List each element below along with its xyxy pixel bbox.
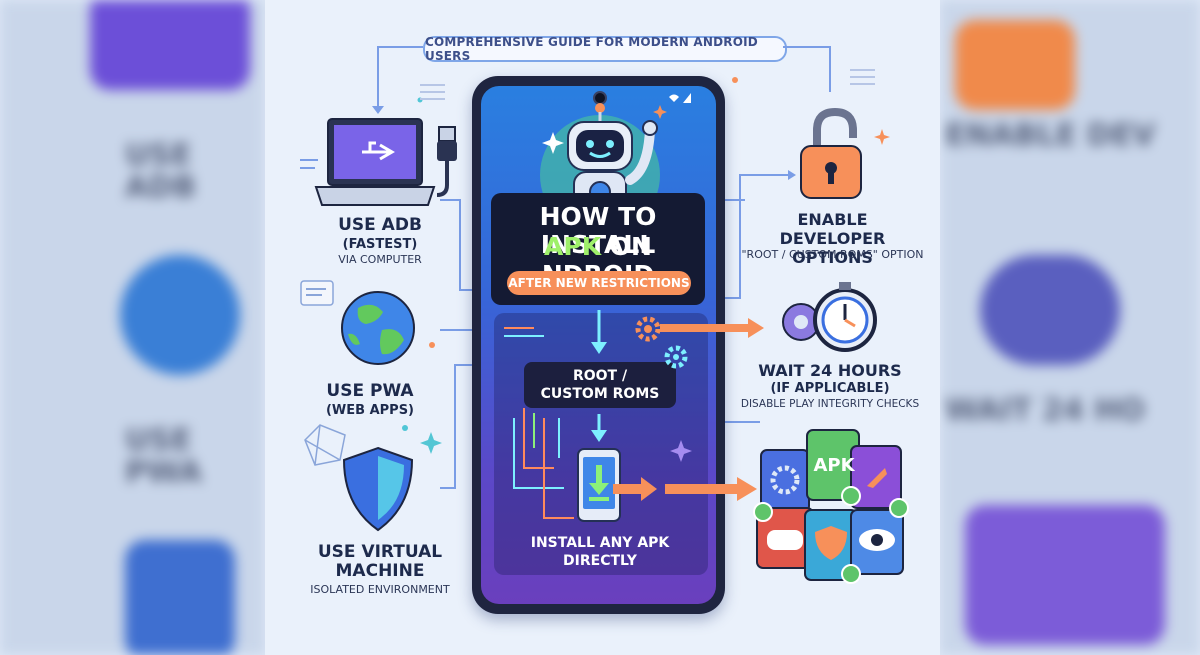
vm-subtitle: ISOLATED ENVIRONMENT [310,583,450,596]
adb-title: USE ADB (FASTEST) [310,216,450,254]
dev-title-line1: ENABLE DEVELOPER [779,210,886,248]
wait-title: WAIT 24 HOURS (IF APPLICABLE) [755,362,905,398]
arrow-to-apks [665,477,757,501]
right-blurred-panel: ENABLE DEV WAIT 24 HO [940,0,1200,655]
dev-title-line2: OPTIONS [792,248,873,267]
restriction-pill: AFTER NEW RESTRICTIONS [507,271,691,295]
wait-title-line2: (IF APPLICABLE) [770,381,890,396]
padlock-icon [800,107,862,199]
arrow-to-stopwatch [660,318,764,338]
pwa-title-line1: USE PWA [326,381,414,401]
adb-subtitle: VIA COMPUTER [338,253,422,266]
decorative-sparkles [670,440,692,462]
pwa-title: USE PWA (WEB APPS) [320,382,420,420]
vm-title-line2: MACHINE [335,561,425,581]
dev-options-title: ENABLE DEVELOPER OPTIONS [745,210,920,267]
circuit-lines [504,310,607,519]
globe-icon [341,291,415,365]
root-line-2: CUSTOM ROMS [540,386,660,402]
adb-title-line2: (FASTEST) [342,237,418,252]
pwa-title-line2: (WEB APPS) [325,403,415,418]
root-line-1: ROOT / [572,368,628,384]
laptop-icon [314,118,436,206]
left-blurred-panel: USE ADB USE PWA [0,0,265,655]
battery-icon [683,93,691,103]
wait-subtitle: DISABLE PLAY INTEGRITY CHECKS [740,398,920,410]
usb-icon [436,126,457,197]
vm-title-line1: USE VIRTUAL [317,542,443,562]
gear-icon [635,316,688,369]
shield-icon [342,446,414,532]
title-apk-accent: APK [544,232,602,261]
install-line-2: DIRECTLY [563,553,637,569]
stopwatch-icon [782,282,877,352]
install-line-1: INSTALL ANY APK [530,535,670,551]
apk-file-label: APK [813,455,855,476]
root-custom-roms-box: ROOT / CUSTOM ROMS [524,362,676,408]
arrow-small-right [613,477,657,501]
browser-window-icon [300,280,334,306]
phone-lower-panel [494,313,708,575]
adb-title-line1: USE ADB [338,215,422,235]
install-apk-label: INSTALL ANY APK DIRECTLY [498,534,702,570]
title-line-1: HOW TO INSTALL [539,202,657,259]
status-bar-icons [669,94,679,102]
download-phone-icon [577,448,621,522]
vm-title: USE VIRTUAL MACHINE [305,543,455,581]
apk-files-icon [753,429,909,584]
dev-options-subtitle: "ROOT / CUSTOM ROMS" OPTION [741,248,924,261]
wait-title-line1: WAIT 24 HOURS [758,361,902,380]
guide-subtitle: COMPREHENSIVE GUIDE FOR MODERN ANDROID U… [423,35,787,63]
